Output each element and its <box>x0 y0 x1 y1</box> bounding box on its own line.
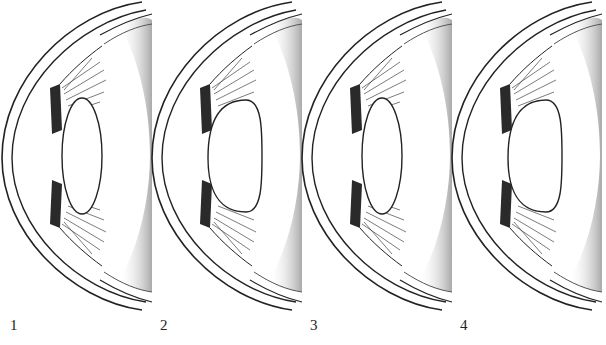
eye-4 <box>452 2 602 310</box>
eye-1 <box>2 2 152 310</box>
figure-number: 4 <box>460 318 468 333</box>
figure-number: 3 <box>310 318 318 333</box>
figure-number: 1 <box>10 318 18 333</box>
figure-number: 2 <box>160 318 168 333</box>
eye-3 <box>302 2 452 310</box>
eye-2 <box>152 2 302 310</box>
